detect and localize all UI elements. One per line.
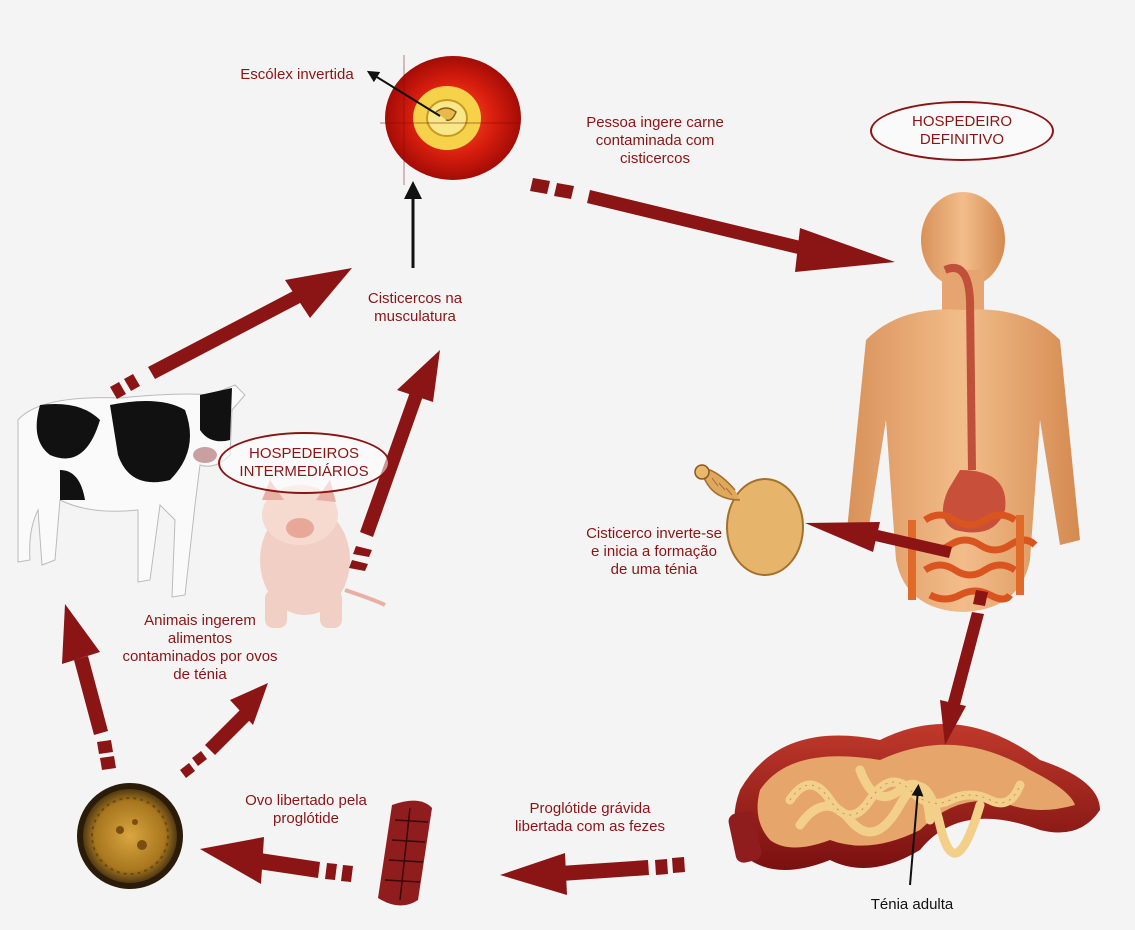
label-adult-tapeworm: Ténia adulta bbox=[852, 896, 972, 914]
intestine-tapeworm-icon bbox=[727, 724, 1100, 885]
human-body-icon bbox=[846, 192, 1080, 612]
definitive-host-line2: DEFINITIVO bbox=[872, 131, 1052, 149]
label-scolex-text: Escólex invertida bbox=[222, 66, 372, 84]
label-cysticerci-muscle-line1: Cisticercos na bbox=[345, 290, 485, 308]
intermediate-hosts-line1: HOSPEDEIROS bbox=[220, 445, 388, 463]
proglottid-icon bbox=[378, 801, 432, 906]
cysticercus-cross-section-icon bbox=[372, 55, 521, 185]
label-scolex: Escólex invertida bbox=[222, 66, 372, 84]
label-animals-ingest-line3: contaminados por ovos bbox=[110, 648, 290, 666]
label-cysticerci-muscle-line2: musculatura bbox=[345, 308, 485, 326]
label-animals-ingest: Animais ingerem alimentos contaminados p… bbox=[110, 612, 290, 684]
tapeworm-egg-icon bbox=[80, 786, 180, 886]
label-cysticercus-inverts: Cisticerco inverte-se e inicia a formaçã… bbox=[570, 525, 738, 579]
label-proglottid-released-line1: Proglótide grávida bbox=[495, 800, 685, 818]
label-ingest-meat-line1: Pessoa ingere carne bbox=[560, 114, 750, 132]
arrow-intestine-to-proglottid bbox=[500, 853, 685, 895]
label-ingest-meat: Pessoa ingere carne contaminada com cist… bbox=[560, 114, 750, 168]
label-cysticercus-inverts-line2: e inicia a formação bbox=[570, 543, 738, 561]
label-egg-released: Ovo libertado pela proglótide bbox=[230, 792, 382, 828]
label-egg-released-line1: Ovo libertado pela bbox=[230, 792, 382, 810]
cow-icon bbox=[18, 385, 245, 597]
label-egg-released-line2: proglótide bbox=[230, 810, 382, 828]
label-animals-ingest-line1: Animais ingerem bbox=[110, 612, 290, 630]
label-proglottid-released-line2: libertada com as fezes bbox=[495, 818, 685, 836]
arrow-human-to-intestine bbox=[940, 590, 988, 745]
label-adult-tapeworm-text: Ténia adulta bbox=[852, 896, 972, 914]
label-animals-ingest-line4: de ténia bbox=[110, 666, 290, 684]
label-ingest-meat-line2: contaminada com bbox=[560, 132, 750, 150]
label-ingest-meat-line3: cisticercos bbox=[560, 150, 750, 168]
definitive-host-oval: HOSPEDEIRO DEFINITIVO bbox=[870, 101, 1054, 161]
label-cysticerci-muscle: Cisticercos na musculatura bbox=[345, 290, 485, 326]
label-cysticercus-inverts-line1: Cisticerco inverte-se bbox=[570, 525, 738, 543]
arrow-egg-to-pig bbox=[180, 683, 268, 778]
label-cysticercus-inverts-line3: de uma ténia bbox=[570, 561, 738, 579]
intermediate-hosts-oval: HOSPEDEIROS INTERMEDIÁRIOS bbox=[218, 432, 390, 494]
arrow-egg-to-cow bbox=[62, 604, 116, 770]
intermediate-hosts-line2: INTERMEDIÁRIOS bbox=[220, 463, 388, 481]
label-proglottid-released: Proglótide grávida libertada com as feze… bbox=[495, 800, 685, 836]
arrow-meat-to-human bbox=[530, 178, 895, 272]
definitive-host-line1: HOSPEDEIRO bbox=[872, 113, 1052, 131]
arrow-cow-to-muscle bbox=[110, 268, 352, 399]
arrow-proglottid-to-egg bbox=[200, 837, 353, 884]
label-animals-ingest-line2: alimentos bbox=[110, 630, 290, 648]
